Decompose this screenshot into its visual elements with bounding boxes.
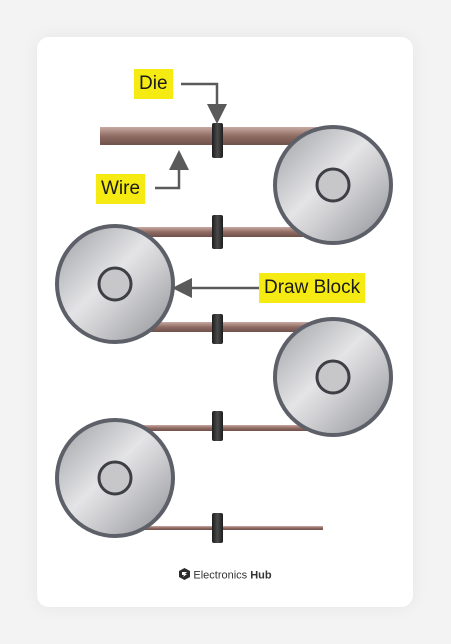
die-5	[212, 513, 223, 543]
wire-label: Wire	[96, 174, 146, 204]
brand-footer: Electronics Hub	[0, 568, 451, 583]
draw-block-drum-1	[273, 125, 393, 245]
brand-name-light: Electronics	[193, 569, 248, 582]
wire-callout-arrow	[155, 150, 189, 190]
die-1	[212, 123, 223, 158]
electronics-hub-logo-icon	[179, 568, 191, 583]
draw-block-drum-3	[273, 317, 393, 437]
draw-block-drum-2	[55, 224, 175, 344]
draw-block-drum-4	[55, 418, 175, 538]
die-label: Die	[134, 69, 173, 99]
die-callout-arrow	[181, 82, 227, 124]
die-2	[212, 215, 223, 249]
draw-block-label: Draw Block	[259, 273, 366, 303]
die-3	[212, 314, 223, 344]
brand-name-bold: Hub	[250, 569, 272, 582]
die-4	[212, 411, 223, 441]
wire-segment-2	[117, 322, 330, 332]
